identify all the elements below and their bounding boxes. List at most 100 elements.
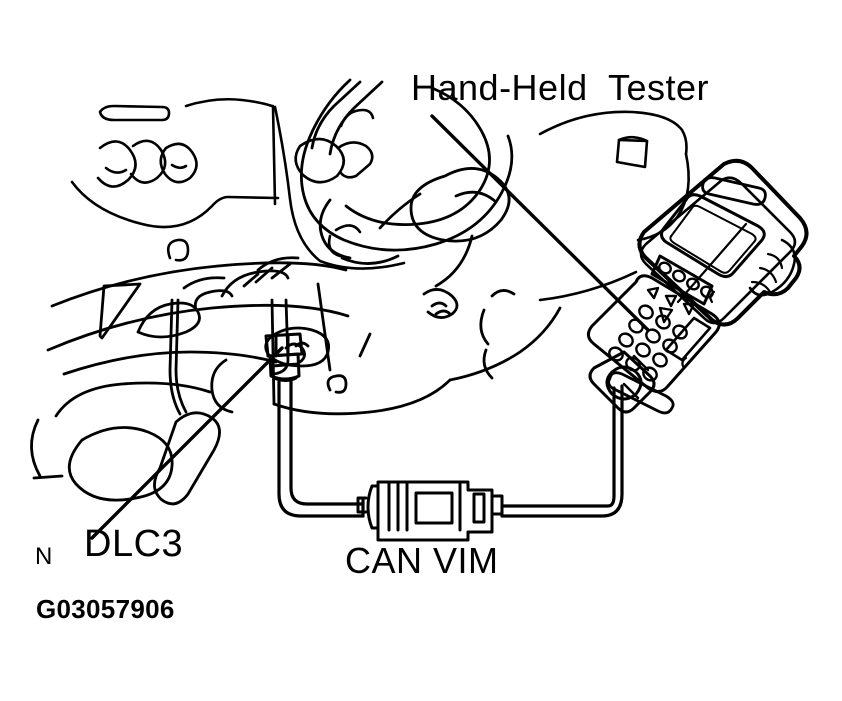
- tester-boot-seam1: [632, 354, 650, 372]
- cable-left-inner: [289, 380, 365, 506]
- pedal-arm2: [174, 298, 188, 414]
- dlc3-plug-bottom: [272, 376, 298, 382]
- tester-lcd-screen: [659, 193, 766, 279]
- label-hand-held-tester: Hand-Held Tester: [411, 67, 709, 108]
- bolster-seam: [182, 276, 226, 290]
- steering-hub-detail: [454, 190, 498, 204]
- leader-lines-group: [90, 114, 650, 540]
- tester-arrow-down[interactable]: [664, 294, 678, 308]
- tunnel-left-edge2: [272, 298, 290, 376]
- brake-pedal: [67, 426, 174, 502]
- tunnel-right-sweep: [448, 306, 562, 382]
- dash-fold-line: [538, 270, 638, 302]
- tester-cable-grommet: [605, 365, 643, 401]
- seat-base-arc: [479, 308, 490, 346]
- tester-keypad-bezel: [587, 274, 721, 393]
- console-left-edge: [271, 104, 277, 206]
- tester-face-bevel: [639, 176, 797, 325]
- tester-softkey-strip: [650, 254, 714, 306]
- knee-bolster-group: [46, 256, 350, 352]
- tester-arrow-up[interactable]: [646, 286, 660, 300]
- vim-connector-slot: [472, 492, 486, 524]
- center-stack-outline: [273, 105, 406, 270]
- gauge-fuel-needle: [170, 163, 188, 170]
- vim-left-plug-tab: [356, 496, 368, 514]
- tester-speaker-slot: [701, 176, 767, 206]
- tester-grip-seam1: [766, 252, 784, 270]
- cable-right-inner: [500, 386, 616, 508]
- leader-line-hand-held-tester: [430, 114, 650, 332]
- lower-dash-second-edge: [46, 303, 350, 352]
- dash-bracket-left: [98, 282, 142, 340]
- lever-boot: [422, 288, 459, 319]
- tester-face-notch1: [709, 290, 716, 304]
- gauge-fuel: [159, 142, 198, 184]
- column-shroud-bottom: [340, 254, 400, 265]
- tester-connector-boot: [588, 350, 656, 414]
- vim-label-panel: [414, 491, 454, 525]
- tester-grip-seam3: [750, 280, 772, 294]
- steering-wheel-group: [264, 78, 514, 372]
- label-dlc3: DLC3: [84, 523, 184, 565]
- passenger-dash-top: [538, 110, 688, 156]
- tester-key-5[interactable]: [644, 327, 662, 345]
- hand-held-tester-group: [587, 158, 809, 415]
- floor-grommet: [326, 374, 348, 394]
- tester-key-8[interactable]: [634, 341, 652, 359]
- dash-lower-edge: [70, 180, 280, 229]
- floor-and-pedals-group: [30, 288, 562, 506]
- tester-side-grip: [748, 238, 797, 297]
- tunnel-left-edge: [270, 298, 276, 406]
- floor-second-edge: [54, 381, 212, 418]
- column-shroud-top2: [328, 80, 384, 156]
- floor-seam: [358, 332, 372, 358]
- gauge-speedo: [129, 139, 167, 184]
- floor-left-edge: [30, 418, 42, 478]
- floor-sill: [32, 474, 64, 480]
- instrument-panel-group: [70, 97, 406, 270]
- cable-vim-to-tester: [500, 384, 624, 518]
- hvac-knob-left: [294, 137, 346, 184]
- tester-function-bar[interactable]: [664, 316, 712, 362]
- bolster-seam3: [254, 266, 274, 284]
- steering-rim-outer: [299, 78, 514, 252]
- label-can-vim: CAN VIM: [345, 540, 499, 581]
- dlc3-plug-body: [268, 352, 301, 381]
- lever-boot-detail2: [434, 309, 452, 316]
- console-side-arc: [210, 358, 234, 414]
- label-figure-code: G03057906: [36, 594, 175, 624]
- tester-shell-outline: [637, 158, 809, 327]
- tester-key-7[interactable]: [617, 331, 635, 349]
- gauge-tach: [96, 140, 137, 188]
- bolster-seam4: [270, 262, 292, 280]
- tester-power-button[interactable]: [607, 371, 675, 415]
- tester-softkey-2[interactable]: [671, 269, 686, 284]
- tester-key-9[interactable]: [651, 351, 669, 369]
- bolster-pad-left: [136, 301, 201, 339]
- hvac-knob-right: [336, 141, 374, 179]
- bolster-pad-left-top: [193, 289, 234, 312]
- lever-boot-detail: [430, 301, 448, 308]
- accelerator-pedal: [153, 411, 221, 506]
- passenger-vent-top: [617, 135, 649, 143]
- bolster-pad-mid: [220, 269, 290, 298]
- steering-spoke-down: [434, 234, 474, 288]
- vim-body-outline: [376, 480, 494, 542]
- tester-boot-seam2: [622, 382, 640, 400]
- vim-left-collar: [366, 484, 380, 530]
- tester-key-1[interactable]: [637, 303, 655, 321]
- seat-base-arc2: [482, 348, 494, 380]
- tester-face-notch2: [681, 356, 688, 370]
- column-shroud-top: [310, 80, 362, 150]
- tunnel-bottom-edge: [272, 378, 452, 416]
- bolster-seam2: [242, 272, 260, 288]
- pedal-arm: [168, 298, 182, 416]
- tester-softkey-1[interactable]: [657, 261, 672, 276]
- steering-rim-inner: [344, 86, 491, 226]
- tester-arrow-right[interactable]: [682, 302, 696, 316]
- column-shroud-left: [318, 198, 352, 260]
- tester-key-2[interactable]: [654, 313, 672, 331]
- dash-top-edge-left: [184, 97, 274, 108]
- bolster-pad-mid-top: [256, 256, 300, 272]
